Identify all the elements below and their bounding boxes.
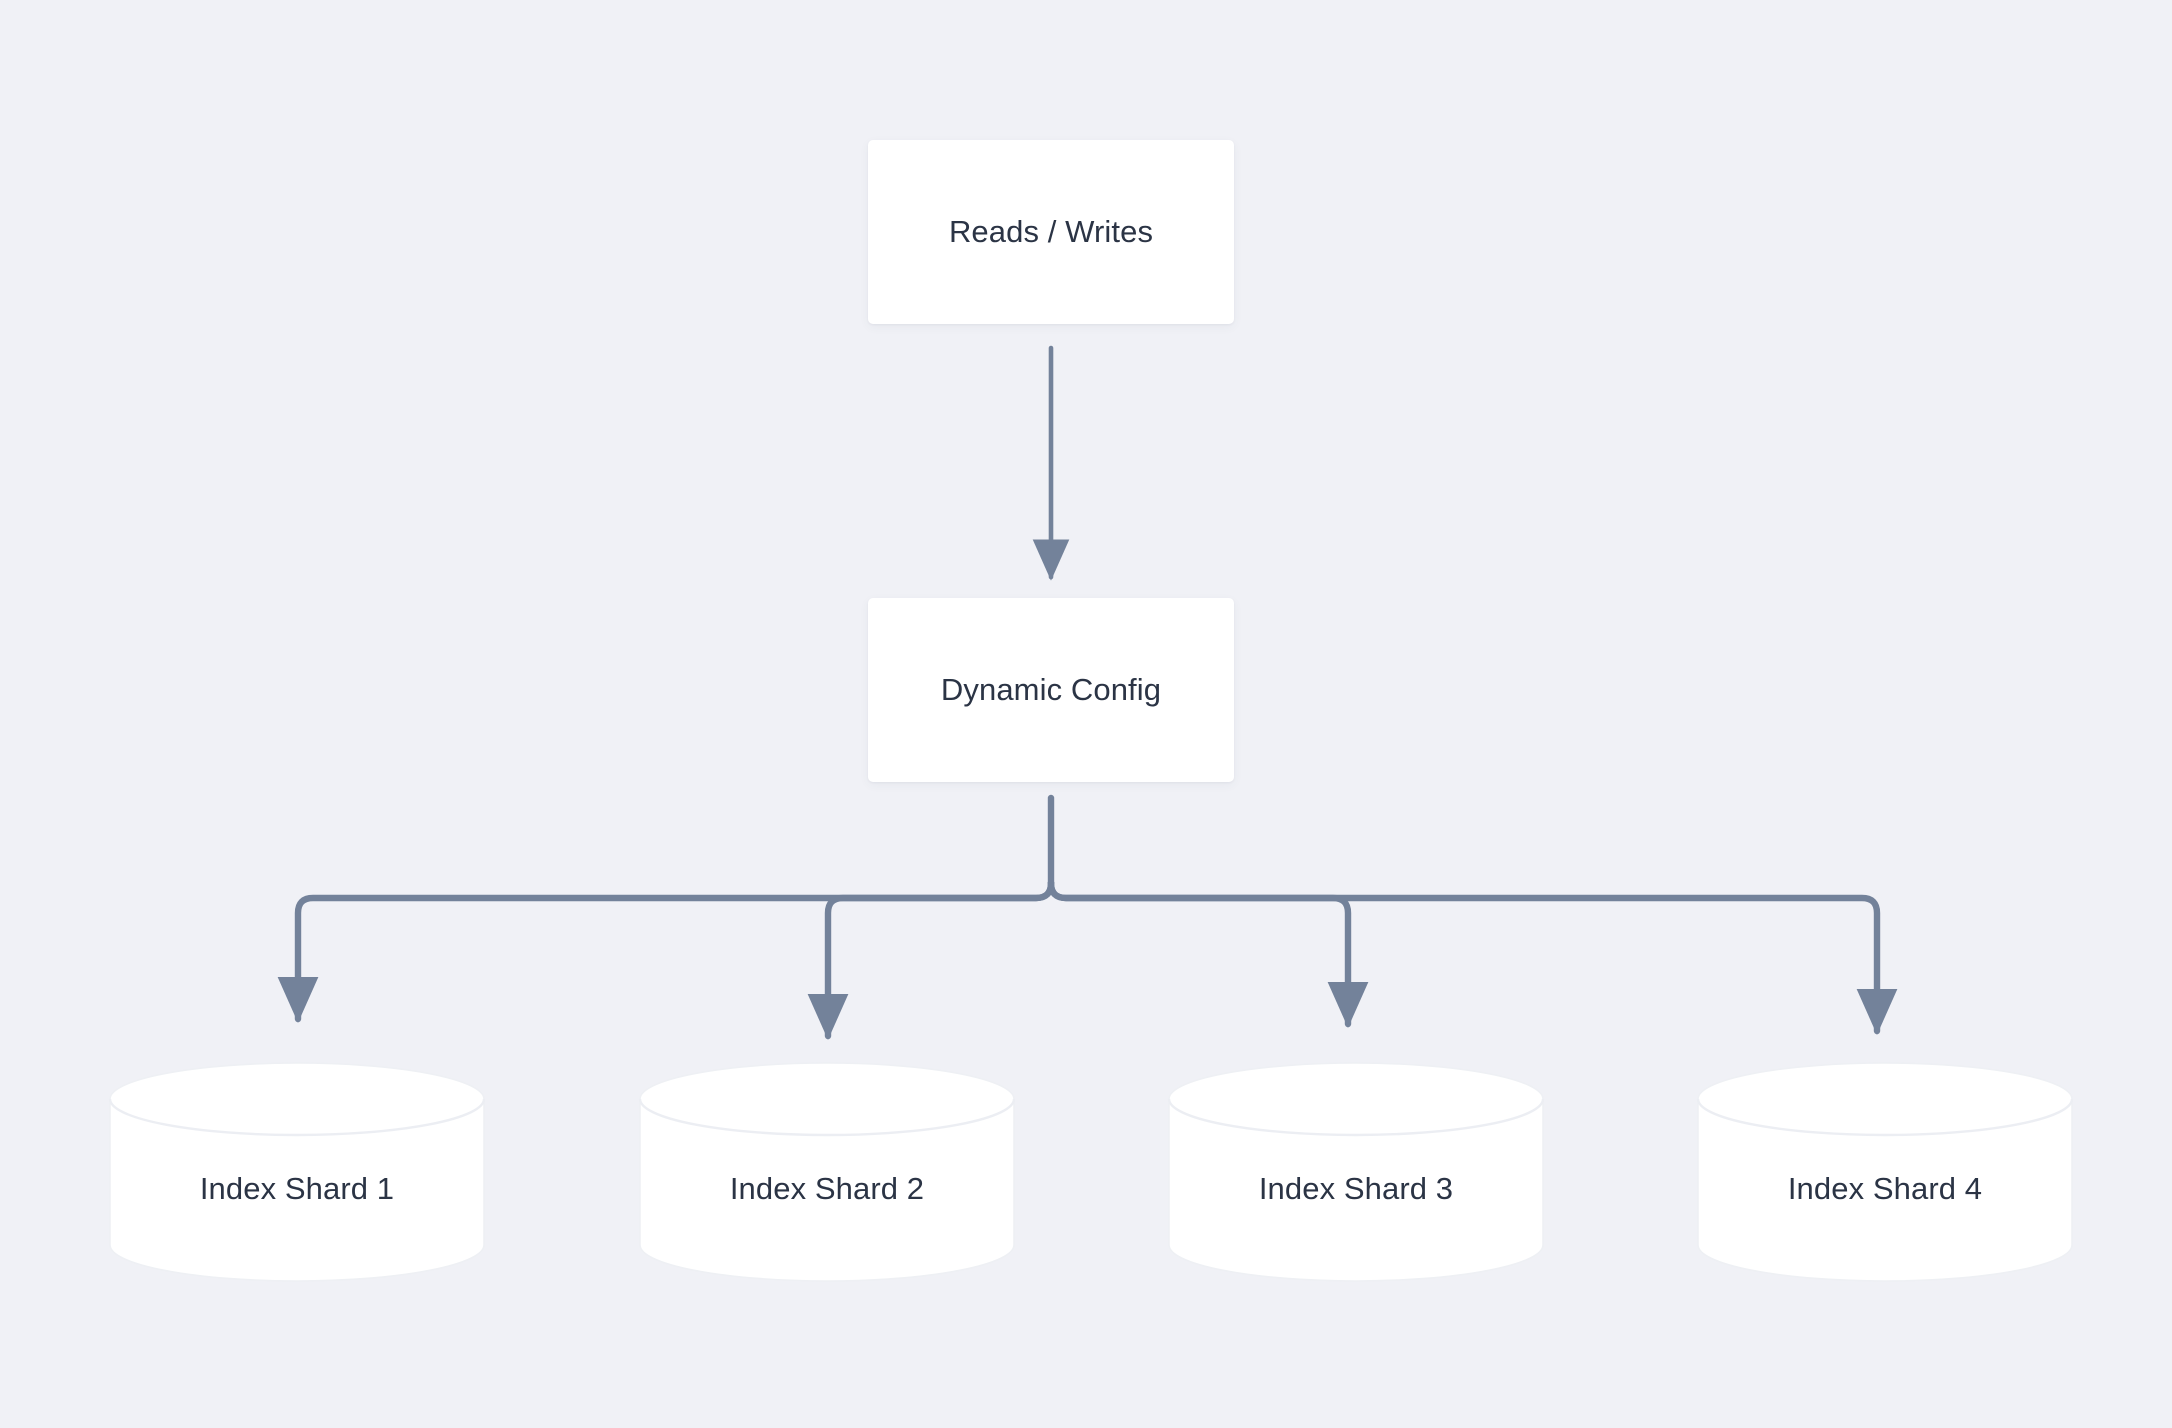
node-index-shard-1[interactable]: Index Shard 1 (108, 1062, 486, 1282)
database-cylinder-icon (108, 1062, 486, 1282)
edge-dynamic-config-to-shard-3 (1047, 879, 1369, 1028)
node-reads-writes-label: Reads / Writes (948, 214, 1154, 249)
node-index-shard-3[interactable]: Index Shard 3 (1167, 1062, 1545, 1282)
node-index-shard-2-label: Index Shard 2 (729, 1171, 925, 1206)
database-cylinder-icon (638, 1062, 1016, 1282)
node-index-shard-4[interactable]: Index Shard 4 (1696, 1062, 2074, 1282)
node-index-shard-1-label: Index Shard 1 (199, 1171, 395, 1206)
database-cylinder-icon (1696, 1062, 2074, 1282)
edge-dynamic-config-to-shard-4 (1047, 879, 1898, 1035)
node-dynamic-config[interactable]: Dynamic Config (868, 598, 1234, 782)
database-cylinder-icon (1167, 1062, 1545, 1282)
node-index-shard-2[interactable]: Index Shard 2 (638, 1062, 1016, 1282)
edge-dynamic-config-to-shard-1 (277, 879, 1055, 1023)
node-index-shard-4-label: Index Shard 4 (1787, 1171, 1983, 1206)
node-index-shard-3-label: Index Shard 3 (1258, 1171, 1454, 1206)
node-reads-writes[interactable]: Reads / Writes (868, 140, 1234, 324)
node-dynamic-config-label: Dynamic Config (940, 672, 1162, 707)
edge-dynamic-config-to-shard-2 (807, 879, 1055, 1040)
